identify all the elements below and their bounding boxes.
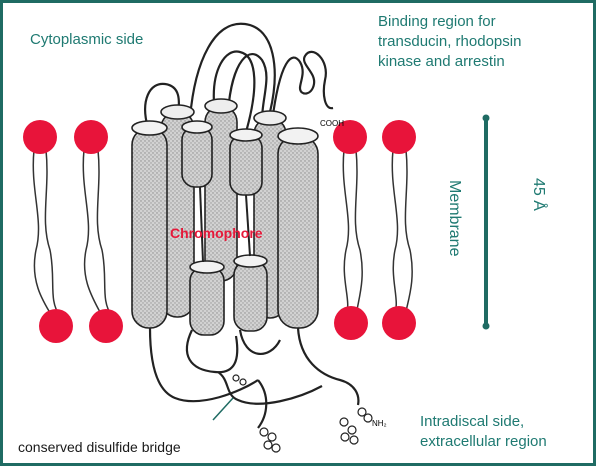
- helix-top: [132, 121, 167, 135]
- helix-3-lower: [190, 267, 224, 335]
- disulfide-bridge-label: conserved disulfide bridge: [18, 437, 181, 457]
- lipid-left-1: [23, 120, 73, 343]
- lipid-head: [39, 309, 73, 343]
- lipid-left-2: [74, 120, 123, 343]
- intradiscal-loops: [150, 328, 358, 428]
- lipid-right-2: [382, 120, 416, 340]
- cytoplasmic-side-label: Cytoplasmic side: [30, 30, 143, 50]
- helix-7: [278, 136, 318, 328]
- helix-top: [254, 111, 286, 125]
- membrane-label: Membrane: [444, 180, 464, 256]
- helix-top: [161, 105, 194, 119]
- nh2-label: NH₂: [372, 419, 387, 428]
- lipid-head: [334, 306, 368, 340]
- chromophore-label: Chromophore: [170, 223, 263, 243]
- lipid-right-1: [333, 120, 368, 340]
- binding-region-line2: transducin, rhodopsin: [378, 32, 521, 52]
- lipid-head: [23, 120, 57, 154]
- scale-bar: [483, 115, 490, 330]
- binding-region-line1: Binding region for: [378, 12, 496, 32]
- helix-top: [278, 128, 318, 144]
- cooh-label: COOH: [320, 119, 344, 128]
- distance-label: 45 Å: [528, 178, 548, 211]
- lipid-head: [74, 120, 108, 154]
- intradiscal-line2: extracellular region: [420, 432, 547, 452]
- helix-3-upper: [182, 127, 212, 187]
- helix-1: [132, 128, 167, 328]
- lipid-head: [89, 309, 123, 343]
- helices: [132, 99, 318, 335]
- helix-5-lower: [234, 261, 267, 331]
- helix-top: [234, 255, 267, 267]
- intradiscal-line1: Intradiscal side,: [420, 412, 524, 432]
- helix-top: [182, 121, 212, 133]
- helix-top: [205, 99, 237, 113]
- helix-top: [190, 261, 224, 273]
- helix-5-upper: [230, 135, 262, 195]
- lipid-head: [382, 120, 416, 154]
- helix-top: [230, 129, 262, 141]
- lipid-head: [382, 306, 416, 340]
- disulfide-pointer: [213, 398, 233, 420]
- binding-region-line3: kinase and arrestin: [378, 52, 505, 72]
